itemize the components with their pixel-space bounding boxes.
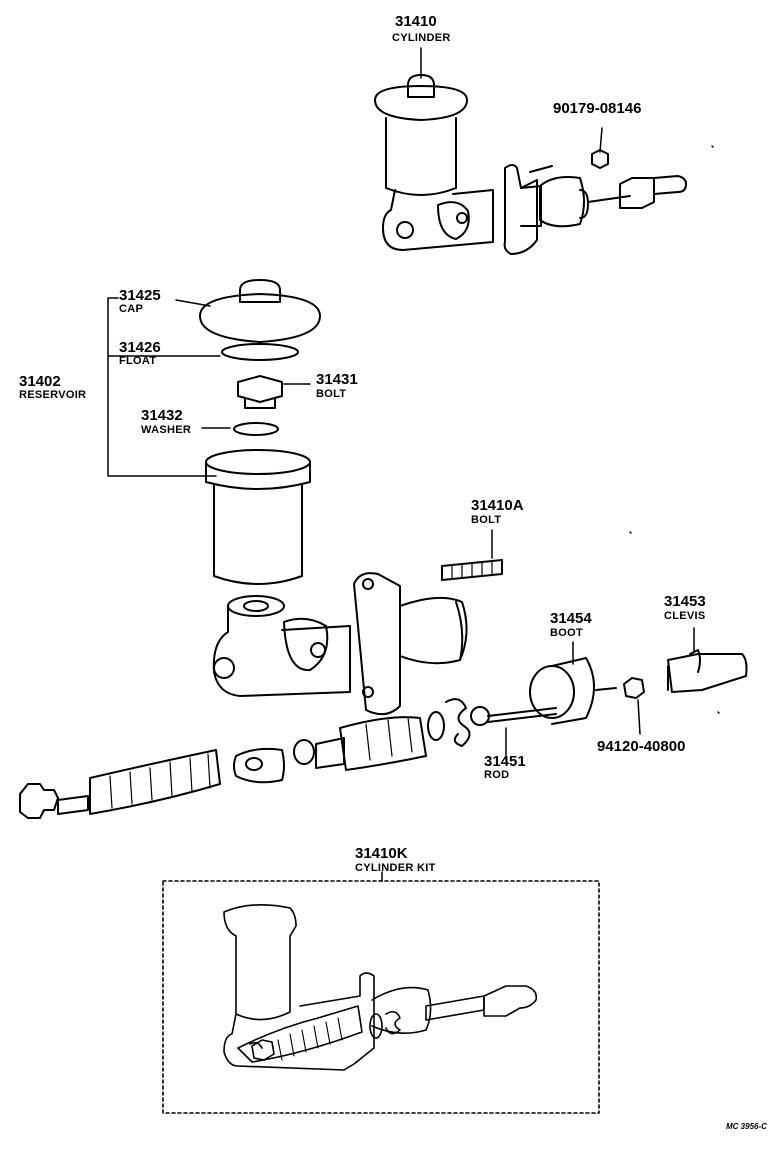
part-name-washer: WASHER (141, 424, 192, 436)
boot-drawing (529, 657, 617, 725)
part-number-31454: 31454 (550, 610, 592, 627)
cylinder-body-drawing (212, 572, 468, 716)
internal-parts-drawing (19, 698, 557, 819)
clevis-drawing (667, 649, 748, 693)
bolt-31431-drawing (237, 375, 283, 409)
part-name-clevis: CLEVIS (664, 610, 706, 622)
cylinder-kit-box (162, 880, 600, 1114)
part-number-31451: 31451 (484, 753, 526, 770)
nut-drawing (623, 677, 645, 699)
part-number-31410: 31410 (395, 13, 437, 30)
diagram-code: MC 3956-C (726, 1122, 767, 1131)
leader-lines (175, 299, 695, 761)
part-name-cylinder-kit: CYLINDER KIT (355, 862, 436, 874)
part-name-bolt-31431: BOLT (316, 388, 347, 400)
part-name-boot: BOOT (550, 627, 583, 639)
part-name-cap: CAP (119, 303, 144, 315)
float-drawing (221, 343, 299, 361)
part-number-90179-08146: 90179-08146 (553, 100, 642, 117)
assembled-cylinder-drawing (374, 47, 687, 255)
part-number-31432: 31432 (141, 407, 183, 424)
cylinder-kit-drawing (223, 904, 538, 1071)
part-number-94120-40800: 94120-40800 (597, 738, 686, 755)
part-number-31431: 31431 (316, 371, 358, 388)
part-number-31410A: 31410A (471, 497, 524, 514)
part-name-bolt-31410A: BOLT (471, 514, 502, 526)
part-number-31426: 31426 (119, 339, 161, 356)
reservoir-bracket (107, 297, 221, 477)
part-number-31453: 31453 (664, 593, 706, 610)
stud-bolt-drawing (441, 559, 503, 581)
scan-specks (629, 145, 720, 714)
part-number-31425: 31425 (119, 287, 161, 304)
part-name-reservoir: RESERVOIR (19, 389, 87, 401)
reservoir-drawing (205, 449, 311, 585)
part-name-cylinder: CYLINDER (392, 32, 451, 44)
part-number-31402: 31402 (19, 373, 61, 390)
part-name-float: FLOAT (119, 355, 157, 367)
washer-drawing (233, 422, 279, 436)
part-name-rod: ROD (484, 769, 510, 781)
cap-drawing (199, 279, 321, 343)
part-number-31410K: 31410K (355, 845, 408, 862)
